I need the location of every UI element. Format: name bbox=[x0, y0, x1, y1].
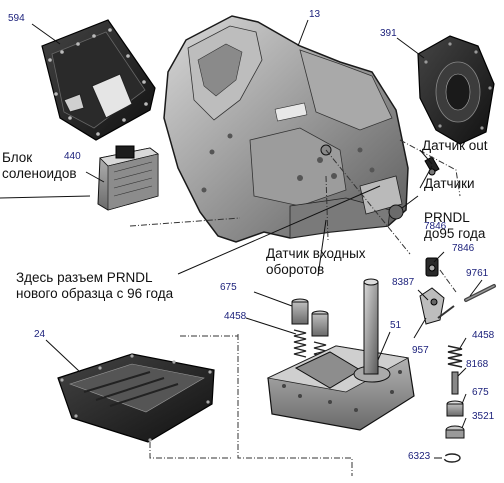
callout-957: 957 bbox=[412, 345, 429, 356]
callout-8168: 8168 bbox=[466, 359, 489, 370]
label-sensor-out: Датчик out bbox=[422, 138, 488, 153]
callout-3521: 3521 bbox=[472, 411, 495, 422]
accumulator-pistons-675-part bbox=[291, 298, 329, 337]
callout-24: 24 bbox=[34, 329, 46, 340]
transmission-case-13-part bbox=[163, 15, 409, 243]
callout-9761: 9761 bbox=[466, 268, 489, 279]
callout-51: 51 bbox=[390, 320, 402, 331]
assembly-lines bbox=[129, 139, 461, 476]
output-speed-sensor-part bbox=[424, 156, 440, 176]
pin-8168-part bbox=[451, 371, 459, 395]
snap-ring-6323-part bbox=[443, 453, 461, 463]
label-solenoid-block: Блок соленоидов bbox=[2, 150, 77, 181]
side-cover-594-part bbox=[41, 19, 156, 141]
callout-4458-right: 4458 bbox=[472, 330, 495, 341]
pin-9761-part bbox=[464, 284, 496, 302]
spring-4458-part bbox=[447, 345, 463, 368]
callout-675-right: 675 bbox=[472, 387, 489, 398]
piston-675-part bbox=[446, 400, 464, 417]
callout-7846-lower: 7846 bbox=[452, 243, 475, 254]
manual-lever-8387-part bbox=[419, 287, 455, 325]
callout-391: 391 bbox=[380, 28, 397, 39]
rear-cover-391-part bbox=[417, 35, 495, 145]
solenoid-block-440-part bbox=[97, 145, 159, 211]
oil-pan-24-part bbox=[57, 353, 215, 443]
callout-8387: 8387 bbox=[392, 277, 415, 288]
valve-body-51-part bbox=[266, 278, 415, 431]
callout-13: 13 bbox=[309, 9, 321, 20]
callout-6323: 6323 bbox=[408, 451, 431, 462]
callout-7846-upper: 7846 bbox=[424, 221, 447, 232]
label-prndl-connector: Здесь разъем PRNDL нового образца с 96 г… bbox=[16, 270, 174, 301]
label-input-speed-sensor: Датчик входных оборотов bbox=[266, 246, 366, 277]
label-prndl-sensors: Датчики PRNDL до95 года bbox=[424, 176, 486, 241]
plug-3521-part bbox=[445, 425, 465, 439]
callout-4458-left: 4458 bbox=[224, 311, 247, 322]
callout-440: 440 bbox=[64, 151, 81, 162]
callout-594: 594 bbox=[8, 13, 25, 24]
leader-lines bbox=[0, 19, 483, 459]
callout-675-upper: 675 bbox=[220, 282, 237, 293]
prndl-sensor-7846-part bbox=[425, 257, 439, 277]
